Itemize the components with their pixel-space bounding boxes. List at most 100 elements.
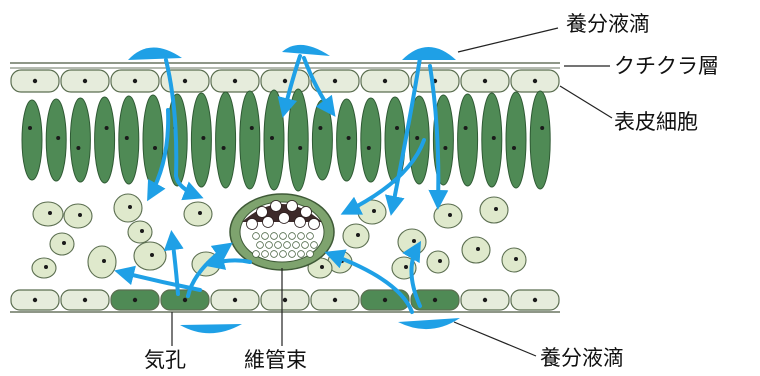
phloem-cell [280,233,287,240]
xylem-vessel [263,217,274,228]
nucleus [283,79,287,83]
spongy-cell [88,246,116,278]
nucleus [153,146,157,150]
spongy-cell [32,258,56,278]
nucleus [233,298,237,302]
nucleus [233,79,237,83]
nucleus [383,298,387,302]
nucleus [383,79,387,83]
nucleus [56,136,60,140]
nucleus [78,213,82,217]
nucleus [372,209,376,213]
spongy-cell [64,204,92,228]
nucleus [250,126,254,130]
phloem-cell [293,242,300,249]
nucleus [133,298,137,302]
nucleus [395,126,399,130]
nucleus [533,79,537,83]
palisade-cell [530,91,550,189]
nucleus [483,79,487,83]
droplet-icon [398,318,460,329]
nucleus [483,298,487,302]
nucleus [76,146,80,150]
phloem-cell [284,242,291,249]
palisade-cell [264,90,284,190]
nucleus [404,265,408,269]
spongy-cell [480,197,508,223]
palisade-cell [288,89,308,191]
phloem-cell [307,233,314,240]
palisade-cell [385,97,405,183]
palisade-cell [70,98,90,182]
nucleus [150,253,154,257]
phloem-cell [298,233,305,240]
phloem-cell [253,251,260,258]
palisade-cell [119,96,139,184]
nucleus [183,298,187,302]
phloem-cell [266,242,273,249]
nucleus [198,211,202,215]
nucleus [367,146,371,150]
nucleus [83,79,87,83]
droplet-icon [180,324,242,333]
phloem-cell [271,233,278,240]
label-stoma: 気孔 [144,350,186,371]
spongy-cell [134,242,166,270]
nucleus [201,136,205,140]
phloem-cell [262,251,269,258]
phloem-cell [253,233,260,240]
vascular-bundle [230,194,334,270]
nucleus [318,126,322,130]
nucleus [448,213,452,217]
nucleus [140,229,144,233]
spongy-cell [427,251,449,273]
label-vascular-bundle: 維管束 [244,350,307,371]
droplet-icon [128,47,182,60]
nucleus [347,136,351,140]
upper-epidermis [11,70,559,92]
nucleus [438,259,442,263]
phloem-cell [271,251,278,258]
nucleus [283,298,287,302]
nucleus [48,211,52,215]
xylem-vessel [309,219,320,230]
nucleus [183,79,187,83]
spongy-cell [434,204,462,228]
nucleus [514,257,518,261]
phloem-cell [307,251,314,258]
phloem-cell [280,251,287,258]
nucleus [83,298,87,302]
nucleus [512,146,516,150]
nucleus [433,298,437,302]
spongy-cell [502,248,526,272]
palisade-cell [337,99,357,181]
spongy-cell [33,202,63,226]
nucleus [464,126,468,130]
nucleus [492,136,496,140]
phloem-cell [311,242,318,249]
palisade-cell [22,100,42,180]
spongy-cell [398,229,426,255]
xylem-vessel [247,219,258,230]
nucleus [415,136,419,140]
spongy-cell [462,237,490,263]
phloem-cell [262,233,269,240]
nucleus [356,233,360,237]
spongy-cell [50,233,74,255]
nucleus [320,265,324,269]
phloem-cell [257,242,264,249]
xylem-vessel [279,213,290,224]
label-epidermal-cell: 表皮細胞 [614,112,698,133]
nucleus [298,146,302,150]
label-cuticle: クチクラ層 [614,56,719,77]
nucleus [33,298,37,302]
spongy-cell [114,194,142,222]
phloem-cell [289,251,296,258]
lower-epidermis [11,290,559,310]
palisade-cell [482,93,502,187]
nucleus [476,247,480,251]
nucleus [128,205,132,209]
droplet-icon [402,47,456,60]
phloem-cell [275,242,282,249]
phloem-cell [298,251,305,258]
